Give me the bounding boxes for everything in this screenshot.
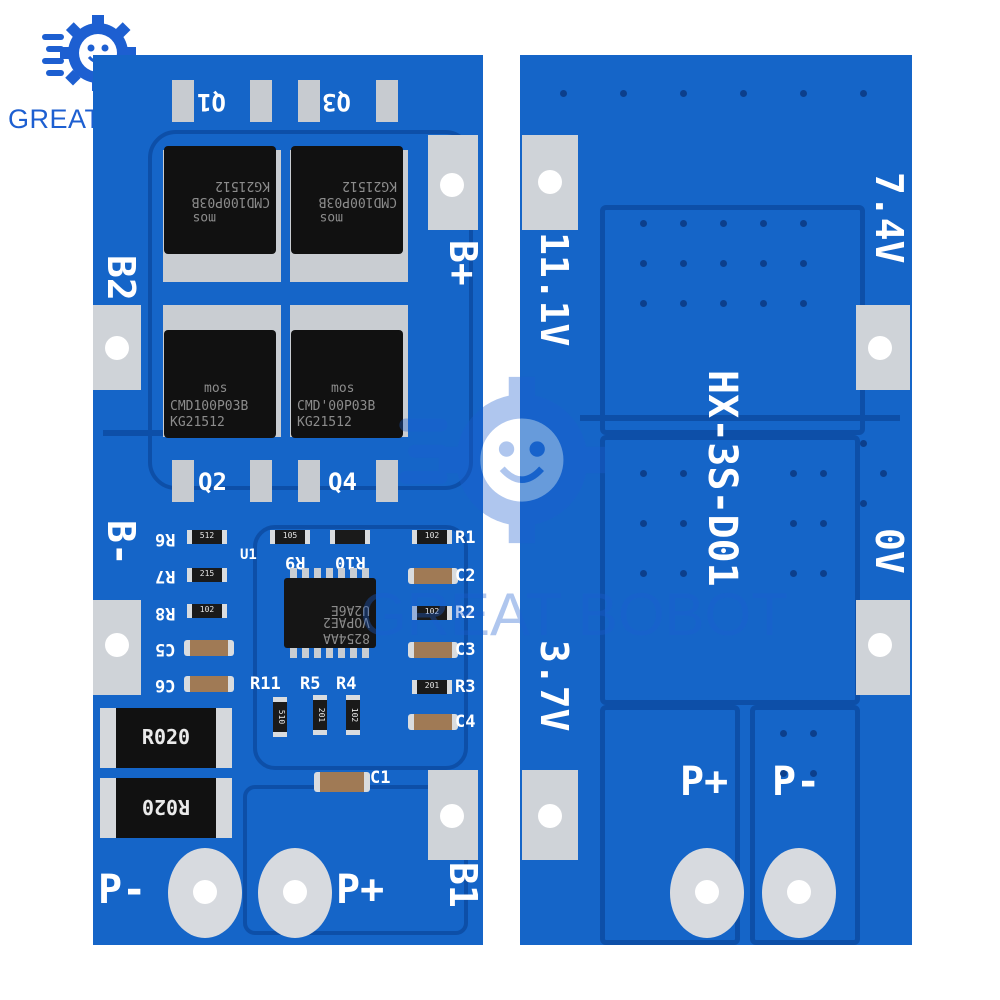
q1-marking: CMD100P03B bbox=[191, 194, 270, 209]
label-back-p-minus: P- bbox=[772, 759, 821, 805]
q4-marking: CMD'00P03B bbox=[297, 399, 376, 414]
label-c4: C4 bbox=[455, 712, 476, 732]
back-pcb-board bbox=[520, 55, 912, 945]
label-c3: C3 bbox=[455, 640, 476, 660]
watermark-gear-robot-icon bbox=[399, 376, 605, 544]
resistor-r1: 102 bbox=[412, 530, 452, 544]
protection-ic-u1: 8254AA VOPAE2 U2A6E bbox=[284, 578, 376, 648]
pad-hole bbox=[193, 880, 217, 904]
mosfet-pin bbox=[298, 80, 320, 122]
sense-resistor-top: R020 bbox=[100, 708, 232, 768]
resistor-r9: 105 bbox=[270, 530, 310, 544]
label-11v1: 11.1V bbox=[532, 232, 576, 347]
mosfet-pin bbox=[172, 460, 194, 502]
label-b2: B2 bbox=[99, 255, 143, 301]
label-3v7: 3.7V bbox=[532, 640, 576, 732]
q1-marking: KG21512 bbox=[215, 178, 270, 193]
mosfet-pin bbox=[250, 80, 272, 122]
label-r1: R1 bbox=[455, 528, 476, 548]
mosfet-pin bbox=[376, 460, 398, 502]
q3-label: Q3 bbox=[322, 88, 351, 116]
pad-hole bbox=[105, 336, 129, 360]
watermark-brand-name: GREAT BOBOT bbox=[360, 581, 788, 648]
label-b-minus: B- bbox=[99, 520, 143, 566]
pad-hole bbox=[538, 804, 562, 828]
capacitor-c3 bbox=[408, 642, 458, 658]
resistor-r10 bbox=[330, 530, 370, 544]
back-trace bbox=[600, 705, 740, 945]
capacitor-c1 bbox=[314, 772, 370, 792]
mosfet-q2: mos CMD100P03B KG21512 bbox=[164, 330, 276, 438]
capacitor-c6 bbox=[184, 676, 234, 692]
q1-marking: mos bbox=[192, 210, 216, 225]
q2-marking: KG21512 bbox=[170, 415, 225, 430]
label-r6: R6 bbox=[155, 529, 176, 549]
resistor-r5: 201 bbox=[313, 695, 327, 735]
q3-marking: mos bbox=[319, 210, 343, 225]
pad-hole bbox=[695, 880, 719, 904]
pad-hole bbox=[868, 336, 892, 360]
resistor-r2: 102 bbox=[412, 606, 452, 620]
label-c5: C5 bbox=[155, 639, 176, 659]
label-0v: 0V bbox=[867, 528, 911, 574]
label-u1: U1 bbox=[240, 547, 257, 563]
mosfet-q1: mos CMD100P03B KG21512 bbox=[164, 146, 276, 254]
pad-hole bbox=[787, 880, 811, 904]
pad-hole bbox=[440, 173, 464, 197]
q1-label: Q1 bbox=[197, 88, 226, 116]
label-c6: C6 bbox=[155, 675, 176, 695]
label-r2: R2 bbox=[455, 603, 476, 623]
label-c1: C1 bbox=[370, 768, 391, 788]
q3-marking: CMD100P03B bbox=[318, 194, 397, 209]
label-r11: R11 bbox=[250, 674, 281, 694]
pad-hole bbox=[283, 880, 307, 904]
pad-hole bbox=[538, 170, 562, 194]
mosfet-q3: mos CMD100P03B KG21512 bbox=[291, 146, 403, 254]
pad-hole bbox=[105, 633, 129, 657]
label-b1: B1 bbox=[441, 862, 485, 908]
q4-marking: KG21512 bbox=[297, 415, 352, 430]
capacitor-c5 bbox=[184, 640, 234, 656]
label-r4: R4 bbox=[336, 674, 357, 694]
q4-label: Q4 bbox=[328, 468, 357, 496]
resistor-r3: 201 bbox=[412, 680, 452, 694]
label-p-plus: P+ bbox=[336, 867, 385, 913]
label-back-p-plus: P+ bbox=[680, 759, 729, 805]
back-trace bbox=[750, 705, 860, 945]
label-p-minus: P- bbox=[98, 867, 147, 913]
q2-label: Q2 bbox=[198, 468, 227, 496]
resistor-r6: 512 bbox=[187, 530, 227, 544]
pad-hole bbox=[868, 633, 892, 657]
label-c2: C2 bbox=[455, 566, 476, 586]
resistor-r4: 102 bbox=[346, 695, 360, 735]
mosfet-q4: mos CMD'00P03B KG21512 bbox=[291, 330, 403, 438]
q2-marking: CMD100P03B bbox=[170, 399, 249, 414]
q3-marking: KG21512 bbox=[342, 178, 397, 193]
model-label: HX-3S-D01 bbox=[699, 370, 745, 587]
sense-resistor-bottom: R020 bbox=[100, 778, 232, 838]
resistor-r11: 510 bbox=[273, 697, 287, 737]
front-trace bbox=[253, 525, 468, 770]
q4-marking: mos bbox=[331, 381, 355, 396]
label-r7: R7 bbox=[155, 566, 176, 586]
capacitor-c2 bbox=[408, 568, 458, 584]
gear-robot-icon bbox=[42, 15, 136, 91]
label-r3: R3 bbox=[455, 677, 476, 697]
capacitor-c4 bbox=[408, 714, 458, 730]
resistor-r8: 102 bbox=[187, 604, 227, 618]
mosfet-pin bbox=[376, 80, 398, 122]
label-7v4: 7.4V bbox=[867, 172, 911, 264]
label-r8: R8 bbox=[155, 603, 176, 623]
label-b-plus: B+ bbox=[441, 240, 485, 286]
back-trace bbox=[600, 435, 860, 705]
pad-hole bbox=[440, 804, 464, 828]
mosfet-pin bbox=[298, 460, 320, 502]
resistor-r7: 215 bbox=[187, 568, 227, 582]
mosfet-pin bbox=[250, 460, 272, 502]
q2-marking: mos bbox=[204, 381, 228, 396]
label-r5: R5 bbox=[300, 674, 321, 694]
back-trace bbox=[580, 415, 900, 421]
mosfet-pin bbox=[172, 80, 194, 122]
